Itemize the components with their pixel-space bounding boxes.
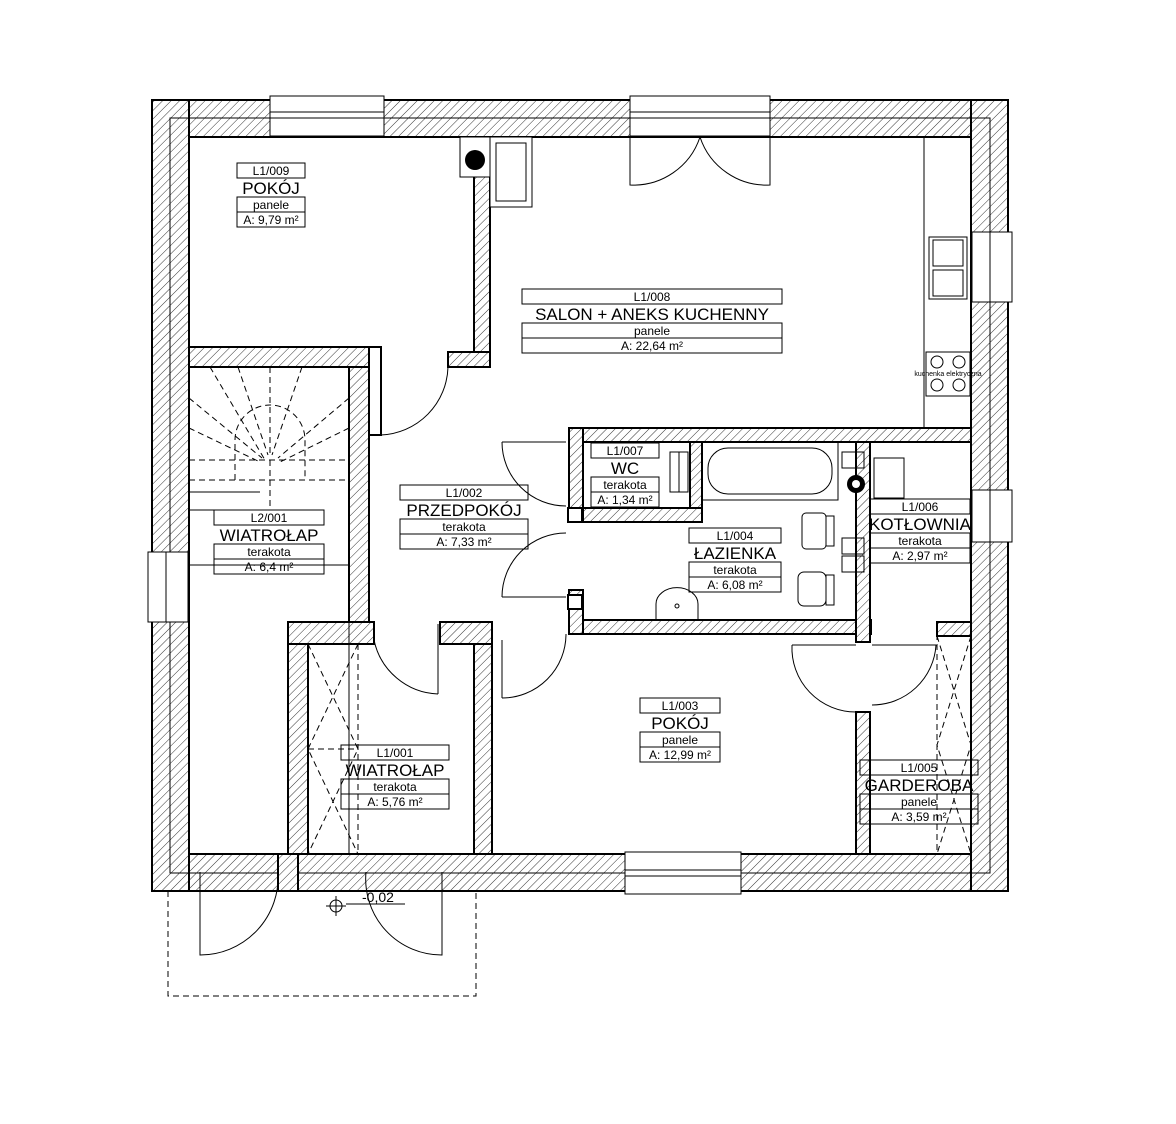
room-code: L1/004 [717, 529, 754, 543]
room-name: PRZEDPOKÓJ [406, 501, 521, 520]
room-label-box [590, 491, 660, 508]
room-label-box [340, 744, 450, 761]
elevation-mark: -0,02 [326, 889, 405, 916]
room-area: A: 2,97 m² [892, 549, 947, 563]
room-label-box [236, 162, 306, 179]
room-code: L1/006 [902, 500, 939, 514]
room-code: L1/001 [377, 746, 414, 760]
room-name: KOTŁOWNIA [869, 515, 972, 534]
room-label-box [340, 793, 450, 810]
room-label-box [859, 808, 979, 825]
room-name: GARDEROBA [865, 776, 974, 795]
windows [147, 95, 1013, 895]
doors [199, 136, 937, 956]
room-area: A: 12,99 m² [649, 748, 711, 762]
kitchen-fittings: kuchenka elektryczna [459, 136, 982, 429]
room-label-box [236, 211, 306, 228]
room-label-box [590, 442, 660, 459]
room-code: L1/005 [901, 761, 938, 775]
room-area: A: 22,64 m² [621, 339, 683, 353]
room-label-box [639, 697, 721, 714]
wardrobe [307, 635, 972, 855]
room-area: A: 9,79 m² [243, 213, 298, 227]
room-floor: terakota [713, 563, 757, 577]
room-floor: panele [901, 795, 937, 809]
room-label-box [399, 533, 529, 550]
room-code: L1/002 [446, 486, 483, 500]
room-name: POKÓJ [242, 179, 300, 198]
room-code: L1/009 [253, 164, 290, 178]
room-name: WC [611, 459, 639, 478]
room-label-box [869, 547, 971, 564]
room-area: A: 3,59 m² [891, 810, 946, 824]
room-code: L1/007 [607, 444, 644, 458]
elevation-value: -0,02 [362, 889, 394, 905]
porch-outline [167, 891, 477, 997]
room-label-box [213, 509, 325, 526]
room-name: WIATROŁAP [220, 526, 319, 545]
appliance-label: kuchenka elektryczna [914, 371, 981, 378]
room-floor: panele [634, 324, 670, 338]
room-label-box [859, 759, 979, 776]
room-name: SALON + ANEKS KUCHENNY [535, 305, 769, 324]
chimney-icon [465, 150, 485, 170]
room-area: A: 1,34 m² [597, 493, 652, 507]
room-area: A: 6,08 m² [707, 578, 762, 592]
room-area: A: 7,33 m² [436, 535, 491, 549]
room-label-box [688, 527, 782, 544]
room-floor: terakota [442, 520, 486, 534]
room-label-box [399, 484, 529, 501]
room-floor: panele [662, 733, 698, 747]
room-floor: terakota [373, 780, 417, 794]
room-floor: panele [253, 198, 289, 212]
room-label-box [688, 576, 782, 593]
bathroom-fittings [655, 441, 905, 621]
room-area: A: 6,4 m² [245, 560, 294, 574]
room-floor: terakota [898, 534, 942, 548]
staircase [188, 366, 350, 855]
room-floor: terakota [247, 545, 291, 559]
interior-walls [188, 136, 972, 892]
room-code: L1/003 [662, 699, 699, 713]
room-name: ŁAZIENKA [694, 544, 777, 563]
room-floor: terakota [603, 478, 647, 492]
room-label-box [639, 746, 721, 763]
room-name: WIATROŁAP [346, 761, 445, 780]
room-code: L2/001 [251, 511, 288, 525]
room-area: A: 5,76 m² [367, 795, 422, 809]
room-label-box [521, 288, 783, 305]
room-label-box [521, 337, 783, 354]
room-name: POKÓJ [651, 714, 709, 733]
room-code: L1/008 [634, 290, 671, 304]
room-label-box [869, 498, 971, 515]
room-label-box [213, 558, 325, 575]
